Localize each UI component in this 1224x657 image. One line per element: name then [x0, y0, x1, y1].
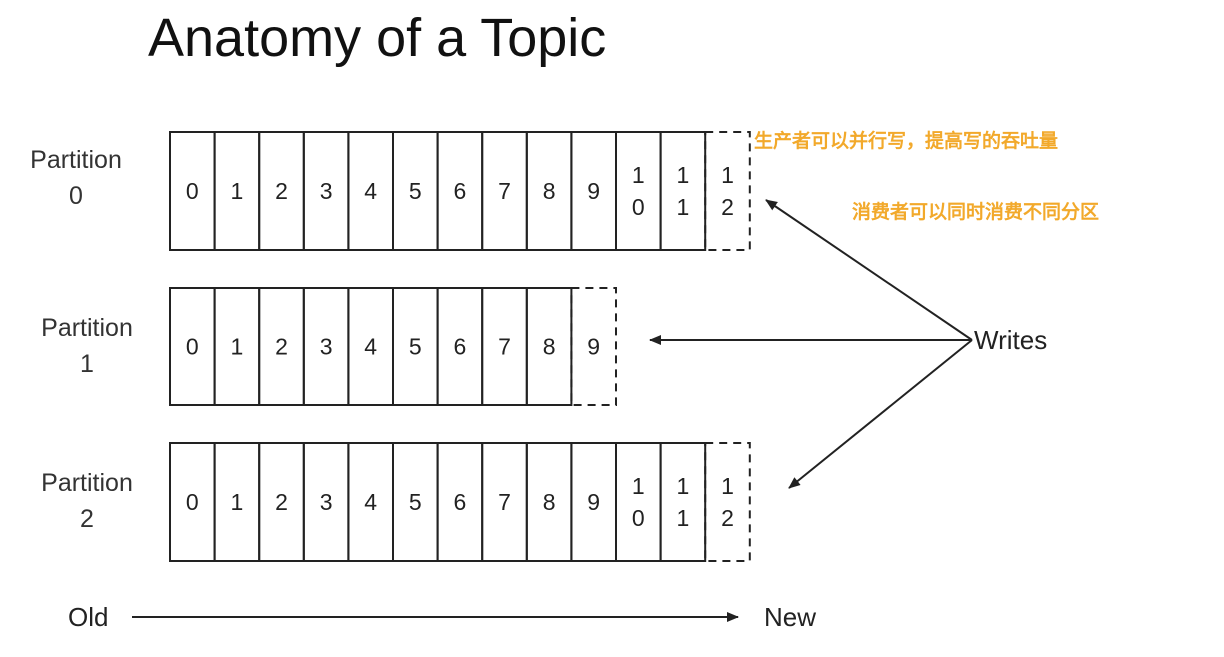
partition-2-offset-3: 3 — [320, 489, 333, 515]
partition-1-label: Partition 1 — [41, 314, 133, 378]
partition-2-offset-11-digit-1: 1 — [677, 473, 690, 499]
partition-0-offset-7: 7 — [498, 178, 511, 204]
write-arrows — [649, 199, 973, 489]
partition-2-offset-6: 6 — [454, 489, 467, 515]
partition-1-pending-cell — [570, 287, 618, 406]
consumer-note: 消费者可以同时消费不同分区 — [852, 200, 1099, 223]
partition-0-offset-6: 6 — [454, 178, 467, 204]
partition-0-pending-cell — [704, 131, 751, 251]
diagram-title: Anatomy of a Topic — [148, 8, 606, 68]
partition-2-offset-7: 7 — [498, 489, 511, 515]
partition-1-offset-4: 4 — [364, 334, 377, 360]
partition-0-label-line2: 0 — [69, 182, 83, 210]
partition-2-offset-10-digit-2: 0 — [632, 505, 645, 531]
partition-0-offset-5: 5 — [409, 178, 422, 204]
write-arrow-partition-0 — [765, 199, 973, 341]
partition-1-offset-3: 3 — [320, 334, 333, 360]
partition-1-log: 0 1 2 3 4 5 6 7 8 9 — [169, 287, 618, 406]
partition-0-offset-1: 1 — [231, 178, 244, 204]
partition-0-label-line1: Partition — [30, 146, 122, 174]
partition-2-offset-4: 4 — [364, 489, 377, 515]
partition-1-offset-1: 1 — [231, 334, 244, 360]
producer-note: 生产者可以并行写，提高写的吞吐量 — [754, 129, 1058, 152]
partition-2-pending-offset-digit-1: 1 — [721, 473, 734, 499]
partition-2-pending-cell — [704, 442, 751, 562]
partition-0-offset-11: 11 — [677, 162, 690, 220]
partition-0-offset-10: 10 — [632, 162, 645, 220]
axis-new-label: New — [764, 602, 816, 632]
partition-1-label-line1: Partition — [41, 314, 133, 342]
partition-2-offset-1: 1 — [231, 489, 244, 515]
partition-1-offset-6: 6 — [454, 334, 467, 360]
axis-old-label: Old — [68, 602, 108, 632]
partition-1-offset-5: 5 — [409, 334, 422, 360]
partition-0-offset-11-digit-2: 1 — [677, 194, 690, 220]
partition-0-pending-offset-digit-1: 1 — [721, 162, 734, 188]
partition-0-offset-3: 3 — [320, 178, 333, 204]
partition-0-offset-8: 8 — [543, 178, 556, 204]
partition-2-label: Partition 2 — [41, 469, 133, 533]
partition-2-offset-2: 2 — [275, 489, 288, 515]
partition-0-offset-10-digit-1: 1 — [632, 162, 645, 188]
partition-2-pending-offset: 12 — [721, 473, 734, 531]
partition-2-cell-11 — [659, 442, 707, 562]
partition-2-offset-8: 8 — [543, 489, 556, 515]
partition-2-offset-11-digit-2: 1 — [677, 505, 690, 531]
write-arrow-partition-2 — [788, 339, 973, 489]
partition-0-cell-11 — [659, 131, 707, 251]
partition-2-cell-10 — [615, 442, 662, 562]
partition-0-pending-offset: 12 — [721, 162, 734, 220]
partition-2-label-line2: 2 — [80, 505, 94, 533]
partition-1-cell-8 — [525, 287, 573, 406]
partition-1-label-line2: 1 — [80, 350, 94, 378]
partition-2-offset-10-digit-1: 1 — [632, 473, 645, 499]
partition-1-offset-8: 8 — [543, 334, 556, 360]
partition-0-offset-9: 9 — [587, 178, 600, 204]
partition-1-offset-2: 2 — [275, 334, 288, 360]
partition-0-offset-2: 2 — [275, 178, 288, 204]
partition-2-offset-11: 11 — [677, 473, 690, 531]
partition-0-pending-offset-digit-2: 2 — [721, 194, 734, 220]
partition-2-offset-10: 10 — [632, 473, 645, 531]
partition-2-offset-0: 0 — [186, 489, 199, 515]
partition-0-offset-0: 0 — [186, 178, 199, 204]
partition-2-label-line1: Partition — [41, 469, 133, 497]
partition-0-offset-10-digit-2: 0 — [632, 194, 645, 220]
partition-0-offset-11-digit-1: 1 — [677, 162, 690, 188]
partition-0-offset-4: 4 — [364, 178, 377, 204]
partition-2-pending-offset-digit-2: 2 — [721, 505, 734, 531]
partition-1-offset-0: 0 — [186, 334, 199, 360]
partition-1-offset-7: 7 — [498, 334, 511, 360]
partition-1-pending-offset: 9 — [587, 334, 600, 360]
partition-2-offset-5: 5 — [409, 489, 422, 515]
writes-label: Writes — [974, 325, 1047, 355]
partition-0-cell-10 — [615, 131, 662, 251]
partition-2-offset-9: 9 — [587, 489, 600, 515]
partition-0-label: Partition 0 — [30, 146, 122, 210]
